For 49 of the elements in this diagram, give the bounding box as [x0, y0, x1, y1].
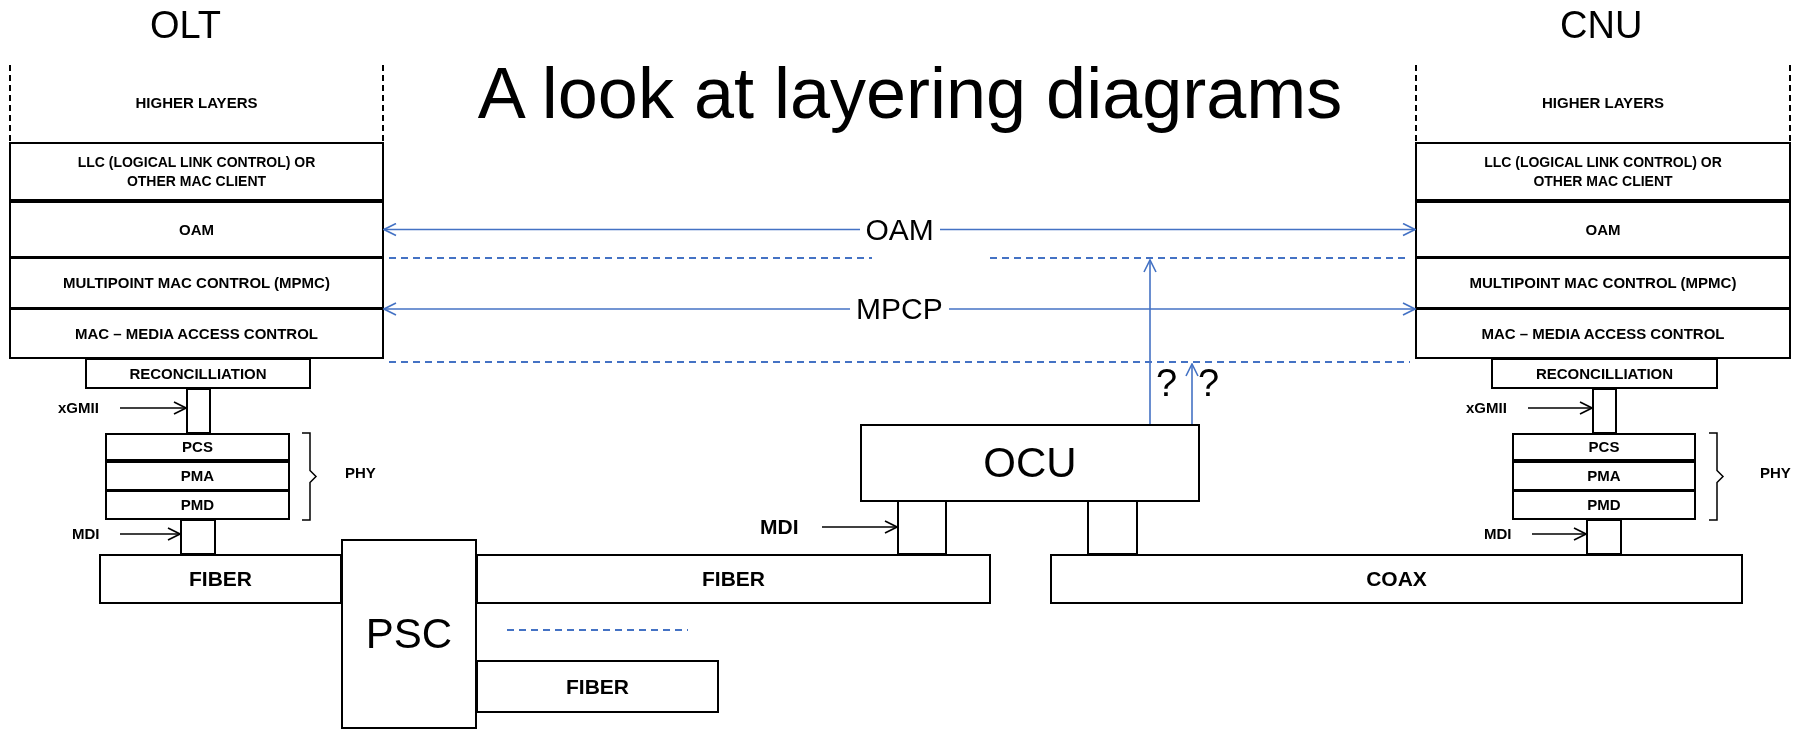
edge-label: ? — [1198, 364, 1220, 402]
arrow — [383, 222, 1416, 237]
diagram-title: A look at layering diagrams — [476, 52, 1344, 134]
interface-box — [180, 519, 216, 555]
arrow — [1143, 259, 1157, 425]
arrow — [1527, 401, 1593, 415]
layer-box: MULTIPOINT MAC CONTROL (MPMC) — [1415, 257, 1791, 309]
interface-box — [1586, 519, 1622, 555]
coax-bar: COAX — [1050, 554, 1743, 604]
group-label: PHY — [345, 464, 376, 481]
fiber-bar: FIBER — [99, 554, 342, 604]
layer-box: PMD — [105, 490, 290, 520]
arrow — [821, 520, 898, 534]
layer-box: LLC (LOGICAL LINK CONTROL) OR OTHER MAC CLIENT — [1415, 142, 1791, 201]
arrow — [383, 302, 1416, 316]
layer-box: PCS — [1512, 433, 1696, 461]
arrow — [1531, 527, 1587, 541]
interface-box — [897, 500, 947, 555]
splitter-box: PSC — [341, 539, 477, 729]
interface-label: MDI — [72, 523, 120, 545]
layer-box: RECONCILLIATION — [1491, 358, 1718, 389]
unit-box: OCU — [860, 424, 1200, 502]
interface-label: xGMII — [1466, 397, 1528, 419]
layer-box: PMA — [1512, 461, 1696, 491]
layer-box: MAC – MEDIA ACCESS CONTROL — [1415, 308, 1791, 359]
layer-box: MAC – MEDIA ACCESS CONTROL — [9, 308, 384, 359]
interface-box — [1087, 500, 1138, 555]
group-label: PHY — [1760, 464, 1791, 481]
interface-box — [1592, 388, 1617, 434]
interface-label: MDI — [760, 512, 822, 542]
fiber-bar: FIBER — [476, 660, 719, 713]
heading: CNU — [1560, 4, 1643, 47]
layer-box: RECONCILLIATION — [85, 358, 311, 389]
layer-box: PMA — [105, 461, 290, 491]
layer-box: OAM — [9, 201, 384, 258]
interface-label: MDI — [1484, 523, 1532, 545]
arrow — [1185, 363, 1199, 425]
interface-box — [186, 388, 211, 434]
layer-box: PCS — [105, 433, 290, 461]
layer-box: LLC (LOGICAL LINK CONTROL) OR OTHER MAC CLIENT — [9, 142, 384, 201]
layer-box: MULTIPOINT MAC CONTROL (MPMC) — [9, 257, 384, 309]
edge-label: ? — [1156, 364, 1178, 402]
layer-box: OAM — [1415, 201, 1791, 258]
heading: OLT — [150, 4, 222, 47]
arrow — [119, 527, 181, 541]
arrow — [119, 401, 187, 415]
fiber-bar: FIBER — [476, 554, 991, 604]
interface-label: xGMII — [58, 397, 120, 419]
layer-box: PMD — [1512, 490, 1696, 520]
